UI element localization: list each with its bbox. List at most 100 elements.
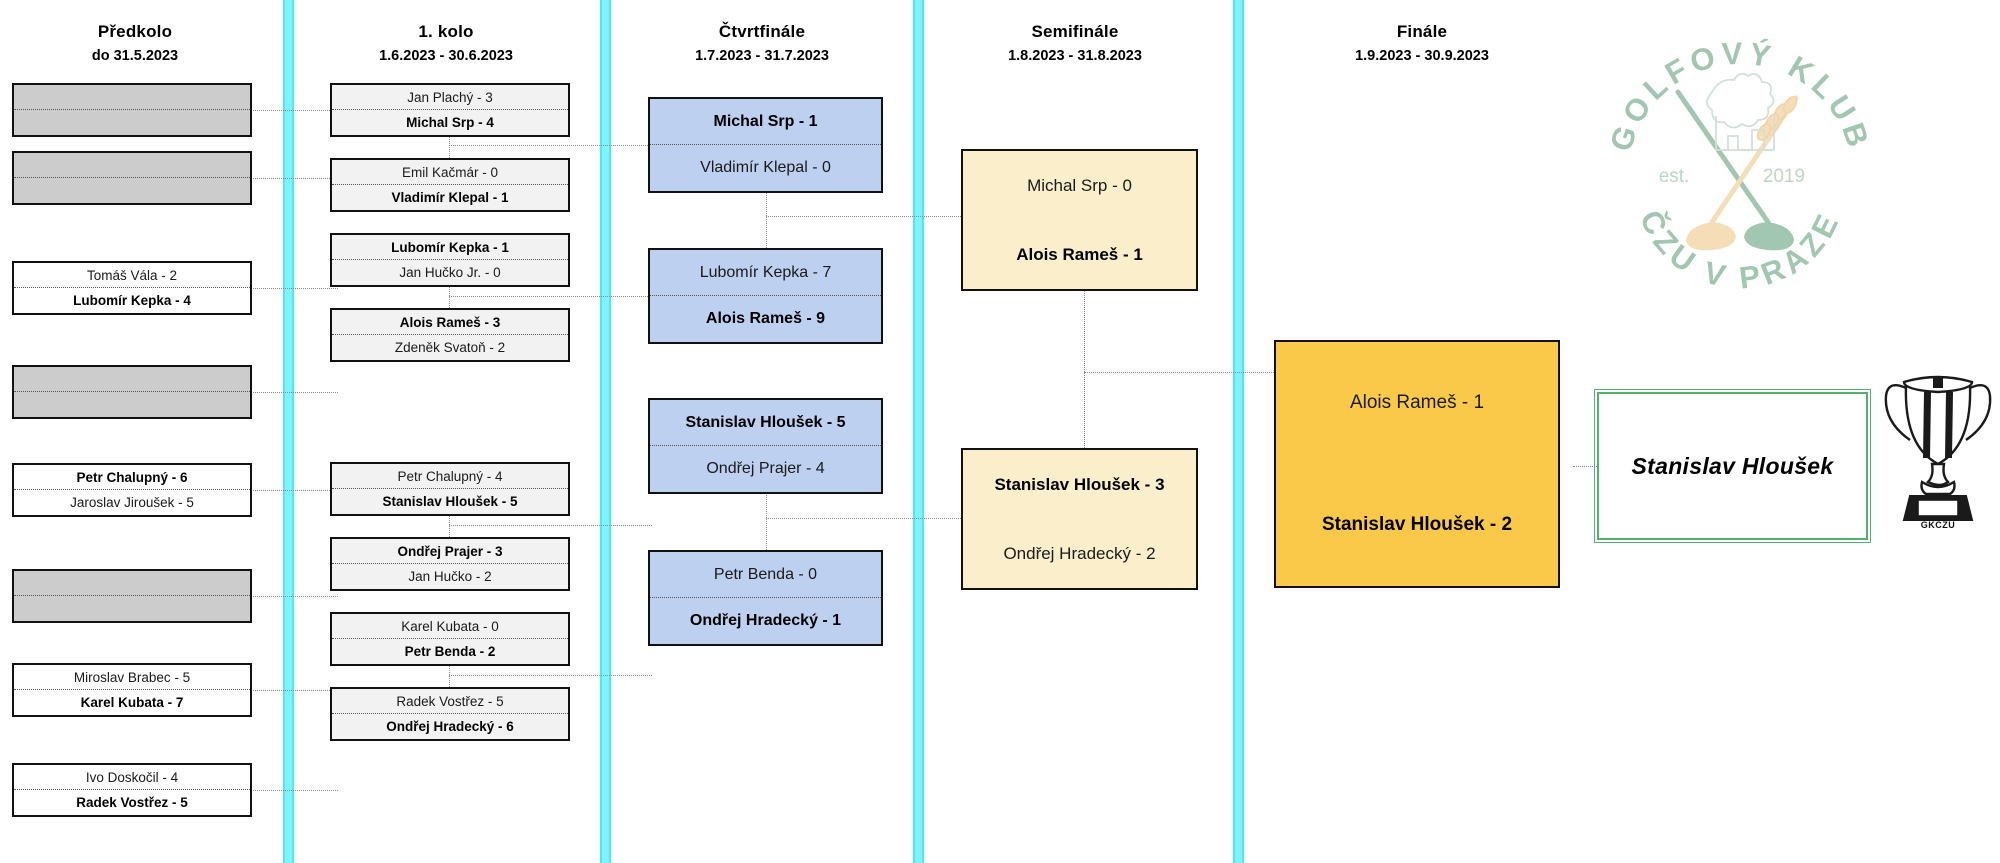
player-slot-bottom: Jan Hučko - 2 [408,569,492,584]
player-slot-bottom: Ondřej Hradecký - 1 [689,612,842,629]
connector-sf-final-v2 [1084,372,1085,490]
connector-r1-qf-v4 [449,650,450,713]
player-slot-bottom: Ondřej Hradecký - 6 [386,719,514,734]
match-prelim-1[interactable] [12,83,252,137]
logo-arc-bottom: ČZU V PRAZE [1633,204,1842,296]
round-title: Předkolo [97,22,173,41]
player-slot-top: Karel Kubata - 0 [332,614,568,639]
player-slot-top: Petr Chalupný - 4 [332,464,568,489]
club-logo: GOLFOVÝ KLUB ČZU V PRAZE est. 2019 [1600,4,1876,304]
player-slot-top [14,85,250,110]
trophy-base-label: GKČZU [1920,520,1956,530]
player-slot-top: Stanislav Hloušek - 5 [650,400,881,446]
match-semifinal-2[interactable]: Stanislav Hloušek - 3 Ondřej Hradecký - … [961,448,1198,590]
match-round1-4[interactable]: Alois Rameš - 3 Zdeněk Svatoň - 2 [330,308,570,362]
connector-r1-qf-h1 [449,145,652,146]
player-slot-top: Miroslav Brabec - 5 [14,665,250,690]
match-quarterfinal-2[interactable]: Lubomír Kepka - 7 Alois Rameš - 9 [648,248,883,344]
match-prelim-6[interactable] [12,569,252,623]
round-dates: 1.9.2023 - 30.9.2023 [1355,48,1489,64]
connector-qf-sf-v1 [766,178,767,272]
player-slot-bottom: Vladimír Klepal - 0 [700,159,831,176]
connector-r1-qf-h4 [449,675,652,676]
match-round1-1[interactable]: Jan Plachý - 3 Michal Srp - 4 [330,83,570,137]
connector-r1-qf-h2 [449,296,652,297]
player-slot-bottom: Lubomír Kepka - 4 [73,293,191,308]
player-slot-bottom: Alois Rameš - 1 [1016,244,1143,264]
player-slot-bottom: Jaroslav Jiroušek - 5 [70,495,194,510]
logo-est-year: 2019 [1763,166,1805,187]
player-slot-top: Lubomír Kepka - 7 [650,250,881,296]
match-semifinal-1[interactable]: Michal Srp - 0 Alois Rameš - 1 [961,149,1198,291]
column-separator-4 [1233,0,1244,863]
round-header-round1: 1. kolo 1.6.2023 - 30.6.2023 [296,22,596,66]
match-quarterfinal-4[interactable]: Petr Benda - 0 Ondřej Hradecký - 1 [648,550,883,646]
column-separator-3 [913,0,924,863]
connector-prelim-2 [250,178,338,179]
player-slot-top: Michal Srp - 1 [650,99,881,145]
round-header-semifinal: Semifinále 1.8.2023 - 31.8.2023 [925,22,1225,66]
player-slot-top: Tomáš Vála - 2 [14,263,250,288]
player-slot-top: Emil Kačmár - 0 [332,160,568,185]
connector-r1-qf-h3 [449,525,652,526]
champion-box[interactable]: Stanislav Hloušek [1594,389,1871,543]
player-slot-bottom: Radek Vostřez - 5 [76,795,188,810]
round-header-quarterfinal: Čtvrtfinále 1.7.2023 - 31.7.2023 [612,22,912,66]
match-prelim-2[interactable] [12,151,252,205]
player-slot-top: Michal Srp - 0 [1027,175,1132,195]
round-dates: 1.6.2023 - 30.6.2023 [379,48,513,64]
player-slot-bottom: Zdeněk Svatoň - 2 [394,340,506,355]
round-title: Finále [1396,22,1448,41]
round-header-prelim: Předkolo do 31.5.2023 [0,22,285,66]
match-quarterfinal-3[interactable]: Stanislav Hloušek - 5 Ondřej Prajer - 4 [648,398,883,494]
column-separator-1 [283,0,294,863]
logo-est-label: est. [1659,166,1690,187]
player-slot-bottom: Vladimír Klepal - 1 [391,190,509,205]
player-slot-top: Radek Vostřez - 5 [332,689,568,714]
match-round1-5[interactable]: Petr Chalupný - 4 Stanislav Hloušek - 5 [330,462,570,516]
player-slot-bottom: Alois Rameš - 9 [705,310,826,327]
round-title: Semifinále [1031,22,1119,41]
connector-r1-qf-v1 [449,121,450,184]
round-title: 1. kolo [418,22,474,41]
player-slot-bottom [14,178,250,203]
player-slot-top: Petr Benda - 0 [650,552,881,598]
connector-prelim-3 [250,288,338,289]
player-slot-top: Petr Chalupný - 6 [14,465,250,490]
player-slot-bottom: Petr Benda - 2 [404,644,496,659]
match-prelim-5[interactable]: Petr Chalupný - 6 Jaroslav Jiroušek - 5 [12,463,252,517]
match-round1-3[interactable]: Lubomír Kepka - 1 Jan Hučko Jr. - 0 [330,233,570,287]
connector-r1-qf-v2 [449,271,450,334]
connector-prelim-6 [250,596,338,597]
player-slot-bottom: Jan Hučko Jr. - 0 [399,265,501,280]
connector-qf-sf-h2 [766,518,971,519]
match-quarterfinal-1[interactable]: Michal Srp - 1 Vladimír Klepal - 0 [648,97,883,193]
player-slot-top: Ivo Doskočil - 4 [14,765,250,790]
player-slot-top [14,153,250,178]
match-prelim-3[interactable]: Tomáš Vála - 2 Lubomír Kepka - 4 [12,261,252,315]
player-slot-top [14,571,250,596]
match-round1-8[interactable]: Radek Vostřez - 5 Ondřej Hradecký - 6 [330,687,570,741]
player-slot-bottom: Stanislav Hloušek - 2 [1321,514,1513,535]
connector-qf-sf-v2 [766,478,767,572]
match-prelim-7[interactable]: Miroslav Brabec - 5 Karel Kubata - 7 [12,663,252,717]
match-prelim-8[interactable]: Ivo Doskočil - 4 Radek Vostřez - 5 [12,763,252,817]
player-slot-top: Stanislav Hloušek - 3 [994,474,1165,494]
connector-prelim-8 [250,790,338,791]
champion-name: Stanislav Hloušek [1631,452,1834,479]
connector-qf-sf-h1 [766,216,971,217]
player-slot-top: Alois Rameš - 3 [332,310,568,335]
match-prelim-4[interactable] [12,365,252,419]
player-slot-top: Lubomír Kepka - 1 [332,235,568,260]
match-final[interactable]: Alois Rameš - 1 Stanislav Hloušek - 2 [1274,340,1560,588]
match-round1-2[interactable]: Emil Kačmár - 0 Vladimír Klepal - 1 [330,158,570,212]
connector-r1-qf-v3 [449,500,450,563]
player-slot-bottom: Stanislav Hloušek - 5 [382,494,518,509]
round-header-final: Finále 1.9.2023 - 30.9.2023 [1272,22,1572,66]
round-dates: do 31.5.2023 [91,48,179,64]
round-dates: 1.7.2023 - 31.7.2023 [695,48,829,64]
trophy-icon: GKČZU [1880,352,1996,532]
match-round1-6[interactable]: Ondřej Prajer - 3 Jan Hučko - 2 [330,537,570,591]
connector-prelim-1 [250,110,338,111]
match-round1-7[interactable]: Karel Kubata - 0 Petr Benda - 2 [330,612,570,666]
